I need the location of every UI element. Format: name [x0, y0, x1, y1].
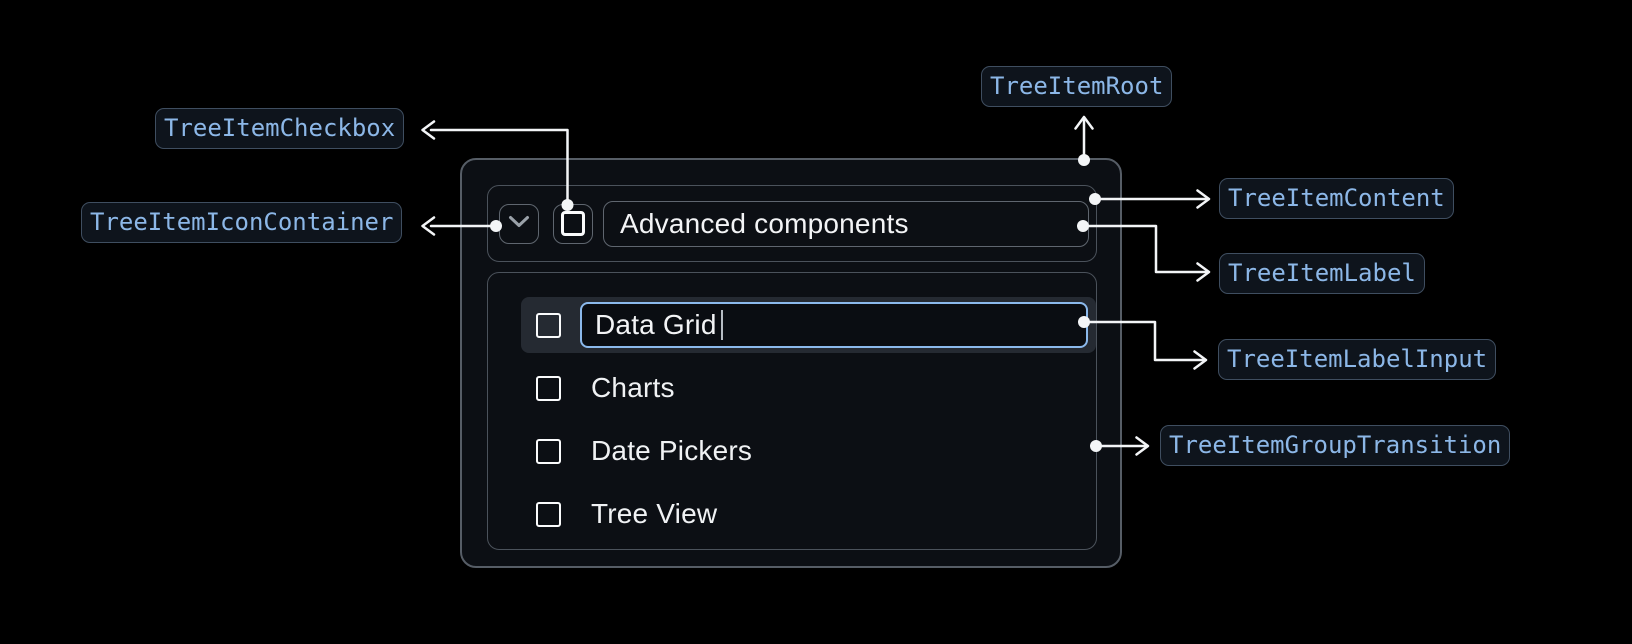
expand-collapse-button[interactable]: [499, 203, 539, 244]
annotation-chip-label-input: TreeItemLabelInput: [1218, 339, 1497, 380]
chevron-down-icon: [508, 215, 530, 233]
arrow-left-icon: [421, 120, 436, 140]
label-input-value: Data Grid: [595, 309, 717, 340]
checkbox-unchecked-icon[interactable]: [536, 375, 561, 401]
checkbox-unchecked-icon[interactable]: [536, 501, 561, 527]
arrow-right-icon: [1193, 350, 1208, 370]
tree-row-label: Tree View: [591, 498, 718, 529]
annotation-chip-group-transition: TreeItemGroupTransition: [1160, 425, 1511, 466]
annotation-chip-label: TreeItemLabel: [1219, 253, 1425, 294]
arrow-up-icon: [1074, 115, 1094, 130]
tree-row-editing[interactable]: Data Grid: [521, 297, 1096, 353]
tree-item-checkbox[interactable]: [553, 203, 593, 244]
tree-row-label: Charts: [591, 372, 675, 403]
arrow-left-icon: [421, 216, 436, 236]
checkbox-unchecked-icon[interactable]: [536, 312, 561, 338]
arrow-right-icon: [1135, 436, 1150, 456]
checkbox-unchecked-icon[interactable]: [536, 438, 561, 464]
tree-item-group-transition: Data Grid Charts Date Pickers Tree View: [487, 272, 1097, 550]
tree-row[interactable]: Date Pickers: [521, 423, 1096, 479]
tree-row-label: Date Pickers: [591, 435, 753, 466]
tree-row[interactable]: Charts: [521, 360, 1096, 416]
arrow-right-icon: [1196, 262, 1211, 282]
tree-item-content: Advanced components: [487, 185, 1097, 262]
annotation-chip-root: TreeItemRoot: [981, 66, 1173, 107]
tree-item-label[interactable]: Advanced components: [603, 200, 1089, 247]
annotation-chip-icon-container: TreeItemIconContainer: [81, 202, 403, 243]
checkbox-unchecked-icon: [561, 211, 585, 236]
parent-label-text: Advanced components: [620, 207, 909, 239]
tree-item-label-input[interactable]: Data Grid: [580, 302, 1088, 348]
tree-item-root: Advanced components Data Grid Charts Dat…: [460, 158, 1122, 568]
annotation-chip-content: TreeItemContent: [1219, 178, 1454, 219]
annotation-chip-checkbox: TreeItemCheckbox: [155, 108, 405, 149]
arrow-right-icon: [1196, 189, 1211, 209]
tree-row[interactable]: Tree View: [521, 486, 1096, 542]
text-cursor: [720, 310, 723, 340]
